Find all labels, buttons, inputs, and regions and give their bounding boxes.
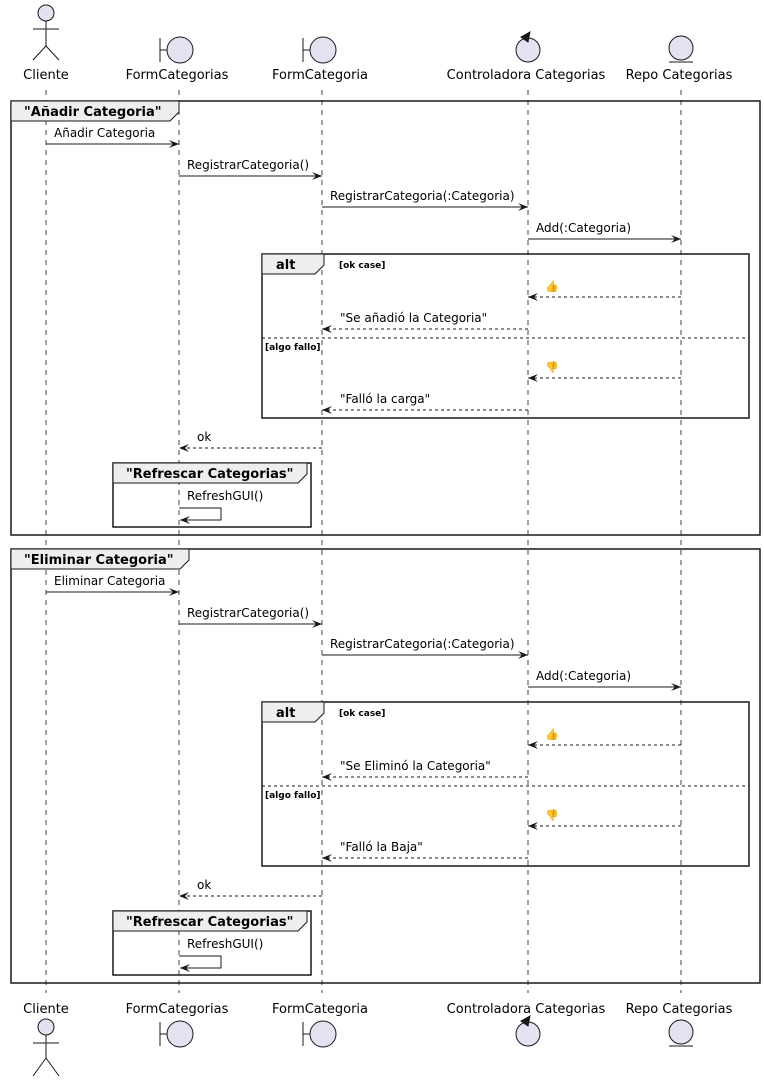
entity-icon xyxy=(668,1019,694,1047)
message: Add(:Categoria) xyxy=(528,221,681,243)
self-message-label: RefreshGUI() xyxy=(187,489,263,503)
frame-title: "Eliminar Categoria" xyxy=(24,553,174,568)
alt-fragment: alt [ok case] 👍 "Se Eliminó la Categoria" [a… xyxy=(261,701,750,867)
message: RegistrarCategoria(:Categoria) xyxy=(322,637,528,659)
message-label: ok xyxy=(197,430,211,444)
message-label: "Falló la carga" xyxy=(340,392,430,406)
message-label: RegistrarCategoria() xyxy=(187,606,309,620)
message-label: ok xyxy=(197,878,211,892)
message: 👍 xyxy=(528,728,681,749)
message: RegistrarCategoria() xyxy=(179,158,322,180)
participant-label-controladora: Controladora Categorias xyxy=(447,1002,606,1017)
frame-title: "Añadir Categoria" xyxy=(24,105,162,120)
participant-label-formcategorias: FormCategorias xyxy=(126,68,229,83)
alt-guard-fail: [algo fallo] xyxy=(265,791,321,801)
boundary-icon xyxy=(302,36,337,64)
message: 👎 xyxy=(528,361,681,382)
message: "Falló la Baja" xyxy=(322,840,528,862)
lifelines xyxy=(45,90,682,993)
message: ok xyxy=(179,430,322,452)
sections: "Añadir Categoria" Añadir CategoriaRegist… xyxy=(10,100,761,984)
participant-label-formcategorias: FormCategorias xyxy=(126,1002,229,1017)
section-frame: "Añadir Categoria" Añadir CategoriaRegist… xyxy=(10,100,761,536)
message-label: Añadir Categoria xyxy=(54,126,155,140)
message-label: "Se Eliminó la Categoria" xyxy=(340,759,491,773)
message-label: Eliminar Categoria xyxy=(54,574,165,588)
frame-title: "Refrescar Categorias" xyxy=(126,467,293,482)
message: RegistrarCategoria() xyxy=(179,606,322,628)
message-label: RegistrarCategoria(:Categoria) xyxy=(330,189,515,203)
alt-fragment: alt [ok case] 👍 "Se añadió la Categoria" [al… xyxy=(261,253,750,419)
thumbs-up-icon: 👍 xyxy=(545,728,559,741)
message-label: "Falló la Baja" xyxy=(340,840,423,854)
control-icon xyxy=(515,31,541,63)
boundary-icon xyxy=(159,1020,194,1048)
refresh-fragment: "Refrescar Categorias" RefreshGUI() xyxy=(112,462,312,528)
section-frame: "Eliminar Categoria" Eliminar CategoriaRe… xyxy=(10,548,761,984)
section-frame-title: "Añadir Categoria" xyxy=(10,100,761,536)
boundary-icon xyxy=(159,36,194,64)
alt-guard-ok: [ok case] xyxy=(339,261,385,271)
message-label: RegistrarCategoria() xyxy=(187,158,309,172)
self-message: RefreshGUI() xyxy=(179,937,263,972)
participants-bottom: Cliente FormCategorias FormCategoria Con… xyxy=(23,1002,733,1077)
participant-label-cliente: Cliente xyxy=(23,1002,69,1017)
message: Eliminar Categoria xyxy=(46,574,179,596)
message: "Se añadió la Categoria" xyxy=(322,311,528,333)
control-icon xyxy=(515,1015,541,1047)
message: ok xyxy=(179,878,322,900)
message: "Falló la carga" xyxy=(322,392,528,414)
message: "Se Eliminó la Categoria" xyxy=(322,759,528,781)
section-frame-title: "Eliminar Categoria" xyxy=(10,548,761,984)
thumbs-down-icon: 👎 xyxy=(545,361,559,374)
message-label: "Se añadió la Categoria" xyxy=(340,311,487,325)
alt-guard-fail: [algo fallo] xyxy=(265,343,321,353)
entity-icon xyxy=(668,35,694,63)
refresh-fragment: "Refrescar Categorias" RefreshGUI() xyxy=(112,910,312,976)
participant-label-formcategoria: FormCategoria xyxy=(272,68,368,83)
frame-title: "Refrescar Categorias" xyxy=(126,915,293,930)
actor-icon xyxy=(32,1018,60,1077)
message: RegistrarCategoria(:Categoria) xyxy=(322,189,528,211)
alt-label: alt xyxy=(276,706,295,721)
participant-label-controladora: Controladora Categorias xyxy=(447,68,606,83)
message-label: Add(:Categoria) xyxy=(536,669,631,683)
boundary-icon xyxy=(302,1020,337,1048)
message: 👍 xyxy=(528,280,681,301)
alt-guard-ok: [ok case] xyxy=(339,709,385,719)
participant-label-repo: Repo Categorias xyxy=(626,68,733,83)
message-label: RegistrarCategoria(:Categoria) xyxy=(330,637,515,651)
self-message-label: RefreshGUI() xyxy=(187,937,263,951)
participant-label-repo: Repo Categorias xyxy=(626,1002,733,1017)
message: Add(:Categoria) xyxy=(528,669,681,691)
self-message: RefreshGUI() xyxy=(179,489,263,524)
participants-top: Cliente FormCategorias FormCategoria Con… xyxy=(23,4,733,83)
thumbs-up-icon: 👍 xyxy=(545,280,559,293)
alt-label: alt xyxy=(276,258,295,273)
participant-label-formcategoria: FormCategoria xyxy=(272,1002,368,1017)
actor-icon xyxy=(32,4,60,61)
thumbs-down-icon: 👎 xyxy=(545,809,559,822)
message: 👎 xyxy=(528,809,681,830)
participant-label-cliente: Cliente xyxy=(23,68,69,83)
message: Añadir Categoria xyxy=(46,126,179,148)
message-label: Add(:Categoria) xyxy=(536,221,631,235)
